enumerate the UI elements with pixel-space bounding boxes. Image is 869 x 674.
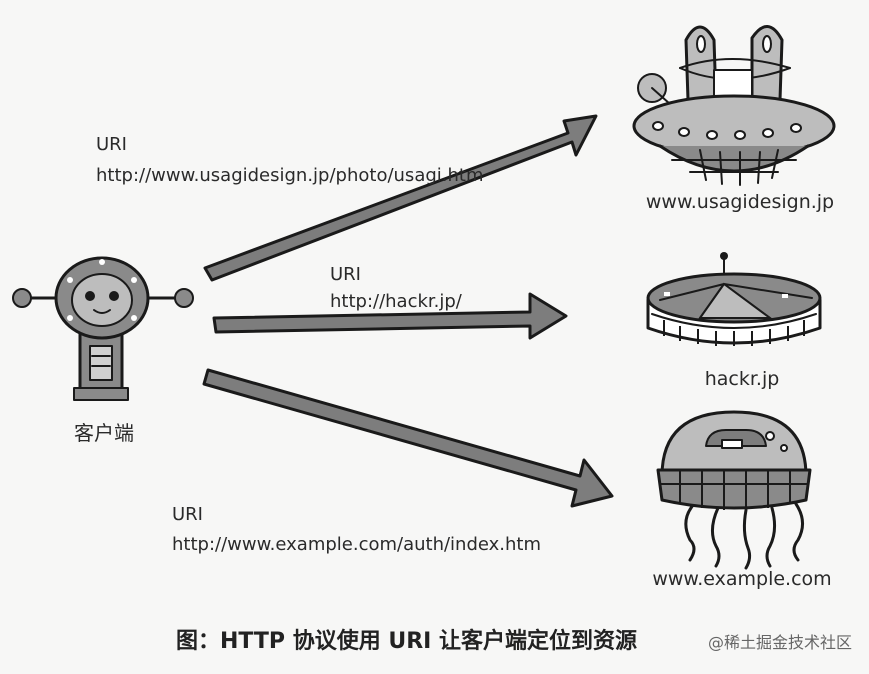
site-label-example: www.example.com <box>652 568 831 590</box>
client-robot-icon <box>12 256 194 401</box>
arrow-to-hackr <box>212 292 568 340</box>
arrow-to-example <box>202 368 614 508</box>
client-label: 客户端 <box>74 421 134 445</box>
uri-text-usagidesign: http://www.usagidesign.jp/photo/usagi.ht… <box>96 165 484 186</box>
site-label-usagidesign: www.usagidesign.jp <box>646 191 834 213</box>
site-label-hackr: hackr.jp <box>705 368 780 390</box>
arrow-to-usagidesign <box>203 114 598 282</box>
watermark: @稀土掘金技术社区 <box>708 633 852 652</box>
uri-title-hackr: URI <box>330 264 361 285</box>
usagidesign-ufo-icon <box>632 25 836 186</box>
uri-title-usagidesign: URI <box>96 134 127 155</box>
uri-title-example: URI <box>172 504 203 525</box>
figure-caption: 图：HTTP 协议使用 URI 让客户端定位到资源 <box>176 628 637 654</box>
hackr-ufo-icon <box>646 252 822 346</box>
uri-text-example: http://www.example.com/auth/index.htm <box>172 534 541 555</box>
uri-text-hackr: http://hackr.jp/ <box>330 291 463 312</box>
example-ufo-icon <box>656 410 812 570</box>
